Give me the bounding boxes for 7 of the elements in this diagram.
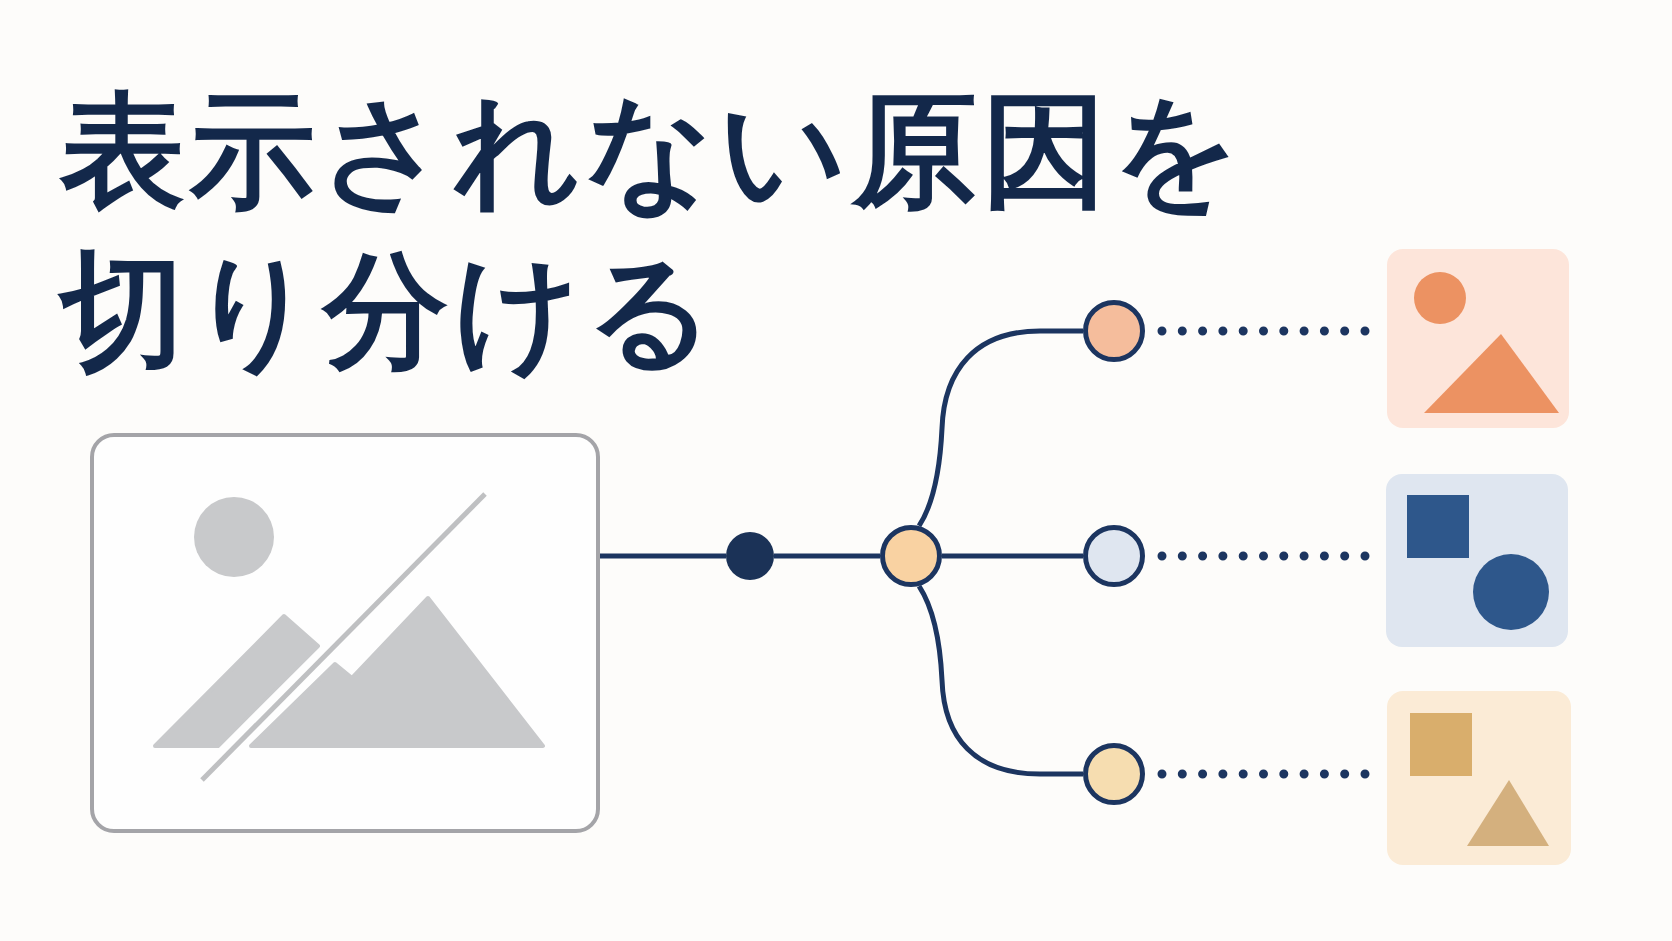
connector-line: [942, 553, 1083, 559]
image-frame: [90, 433, 600, 833]
image-tile: [1387, 249, 1569, 428]
image-tile: [1387, 691, 1571, 865]
connector-line: [774, 553, 880, 559]
image-tile: [1386, 474, 1568, 647]
connector-line: [600, 553, 726, 559]
